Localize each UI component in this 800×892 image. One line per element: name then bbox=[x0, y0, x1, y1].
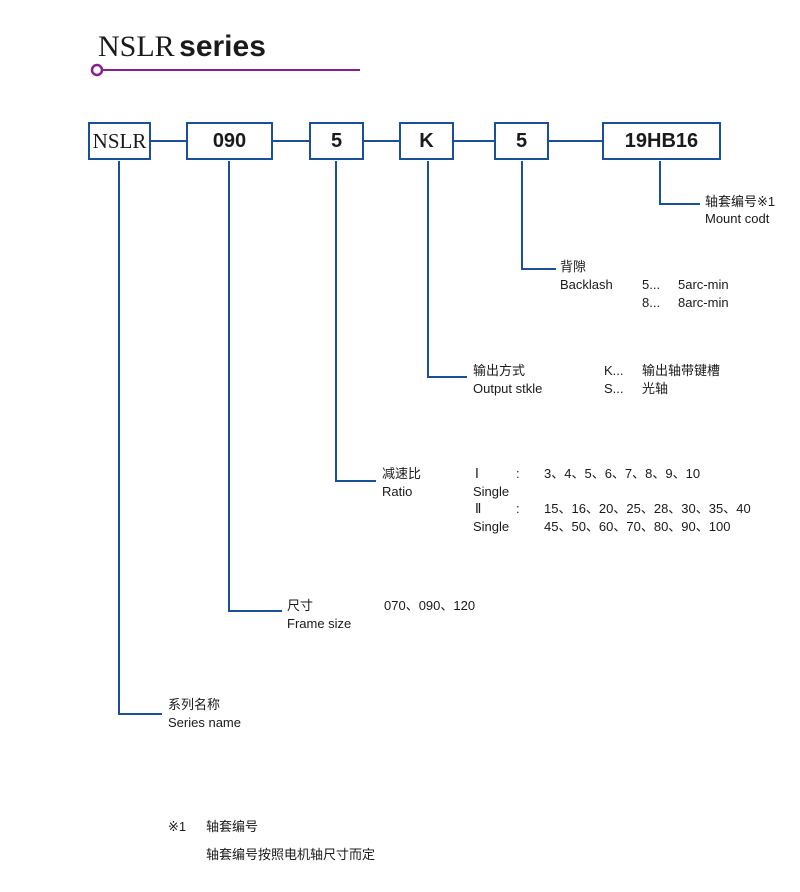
code-box-ratio: 5 bbox=[309, 122, 364, 160]
code-backlash-text: 5 bbox=[515, 129, 528, 152]
code-ratio-text: 5 bbox=[330, 129, 343, 152]
output-option-value: 光轴 bbox=[642, 381, 669, 396]
series-label-cn: 系列名称 bbox=[168, 697, 221, 712]
code-frame-text: 090 bbox=[212, 129, 247, 152]
title-bullet bbox=[90, 63, 104, 77]
ratio-values: 3、4、5、6、7、8、9、10 bbox=[544, 466, 701, 481]
title-model: NSLR bbox=[98, 30, 175, 63]
output-label-en: Output stkle bbox=[473, 381, 543, 396]
mount-label-cn: 轴套编号※1 bbox=[705, 194, 776, 209]
ratio-stage: Single bbox=[473, 484, 510, 499]
backlash-label-en: Backlash bbox=[560, 277, 613, 292]
ratio-values: 45、50、60、70、80、90、100 bbox=[544, 519, 731, 534]
ratio-stage: Ⅰ bbox=[475, 466, 479, 481]
output-option-key: K... bbox=[604, 363, 624, 378]
backlash-label-cn: 背隙 bbox=[560, 259, 587, 274]
ratio-label-cn: 减速比 bbox=[382, 466, 422, 481]
note-mark: ※1 bbox=[168, 819, 187, 834]
page-title: NSLR series bbox=[98, 30, 266, 70]
ratio-label-en: Ratio bbox=[382, 484, 413, 499]
backlash-option-key: 5... bbox=[642, 277, 661, 292]
backlash-option-value: 5arc-min bbox=[678, 277, 729, 292]
frame-label-cn: 尺寸 bbox=[287, 598, 314, 613]
mount-label-en: Mount codt bbox=[705, 211, 770, 226]
ratio-sep: : bbox=[516, 501, 520, 516]
ratio-stage: Single bbox=[473, 519, 510, 534]
series-label-en: Series name bbox=[168, 715, 241, 730]
ratio-sep: : bbox=[516, 466, 520, 481]
output-option-value: 输出轴带键槽 bbox=[642, 363, 721, 378]
ratio-stage: Ⅱ bbox=[475, 501, 482, 516]
backlash-option-key: 8... bbox=[642, 295, 661, 310]
code-mount-text: 19HB16 bbox=[624, 129, 699, 152]
code-box-series: NSLR bbox=[88, 122, 151, 160]
code-output-text: K bbox=[419, 129, 434, 152]
note-text: 轴套编号按照电机轴尺寸而定 bbox=[206, 847, 376, 862]
code-box-output: K bbox=[399, 122, 454, 160]
ratio-values: 15、16、20、25、28、30、35、40 bbox=[544, 501, 751, 516]
output-label-cn: 输出方式 bbox=[473, 363, 526, 378]
backlash-option-value: 8arc-min bbox=[678, 295, 729, 310]
title-series: series bbox=[179, 30, 266, 63]
code-box-frame: 090 bbox=[186, 122, 273, 160]
frame-label-en: Frame size bbox=[287, 616, 352, 631]
code-box-mount: 19HB16 bbox=[602, 122, 721, 160]
output-option-key: S... bbox=[604, 381, 624, 396]
frame-values: 070、090、120 bbox=[384, 598, 476, 613]
code-box-backlash: 5 bbox=[494, 122, 549, 160]
code-series-text: NSLR bbox=[92, 128, 147, 153]
note-title: 轴套编号 bbox=[206, 819, 259, 834]
